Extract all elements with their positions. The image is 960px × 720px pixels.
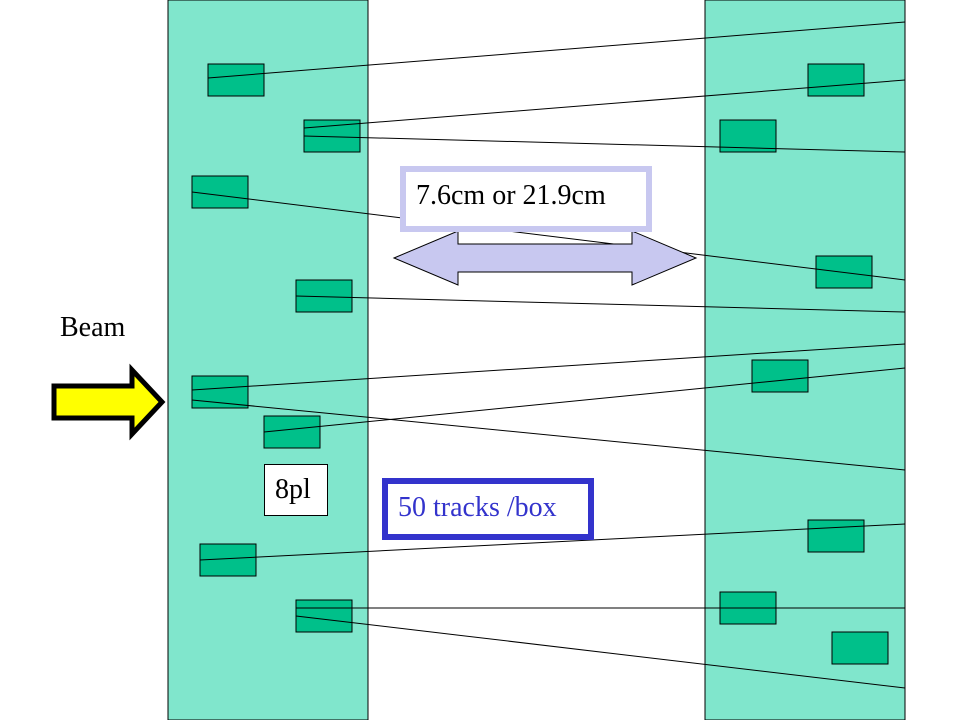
right-arrow-icon	[51, 363, 166, 441]
plate-count-label: 8pl	[275, 474, 311, 505]
beam-label: Beam	[60, 312, 126, 343]
track-line	[263, 367, 906, 433]
right-chip	[807, 519, 865, 553]
track-line	[295, 295, 906, 313]
left-chip	[263, 415, 321, 449]
track-line	[303, 79, 906, 129]
track-line	[191, 343, 906, 391]
left-chip	[295, 599, 353, 633]
distance-label: 7.6cm or 21.9cm	[416, 180, 606, 211]
left-chips	[191, 63, 361, 633]
left-chip	[207, 63, 265, 97]
right-chip	[807, 63, 865, 97]
track-line	[295, 615, 906, 689]
track-line	[191, 399, 906, 471]
tracks-per-box-label: 50 tracks /box	[398, 492, 557, 523]
right-chip	[831, 631, 889, 665]
tracks	[191, 21, 906, 689]
track-line	[207, 21, 906, 79]
track-line	[191, 191, 906, 281]
tracks-box: 50 tracks /box	[382, 478, 594, 540]
distance-box: 7.6cm or 21.9cm	[400, 166, 652, 232]
double-headed-arrow-icon	[392, 230, 698, 286]
right-chip	[719, 119, 777, 153]
track-line	[199, 523, 906, 561]
left-chip	[191, 175, 249, 209]
track-line	[303, 135, 906, 153]
right-chip	[751, 359, 809, 393]
plate-box: 8pl	[264, 464, 328, 516]
